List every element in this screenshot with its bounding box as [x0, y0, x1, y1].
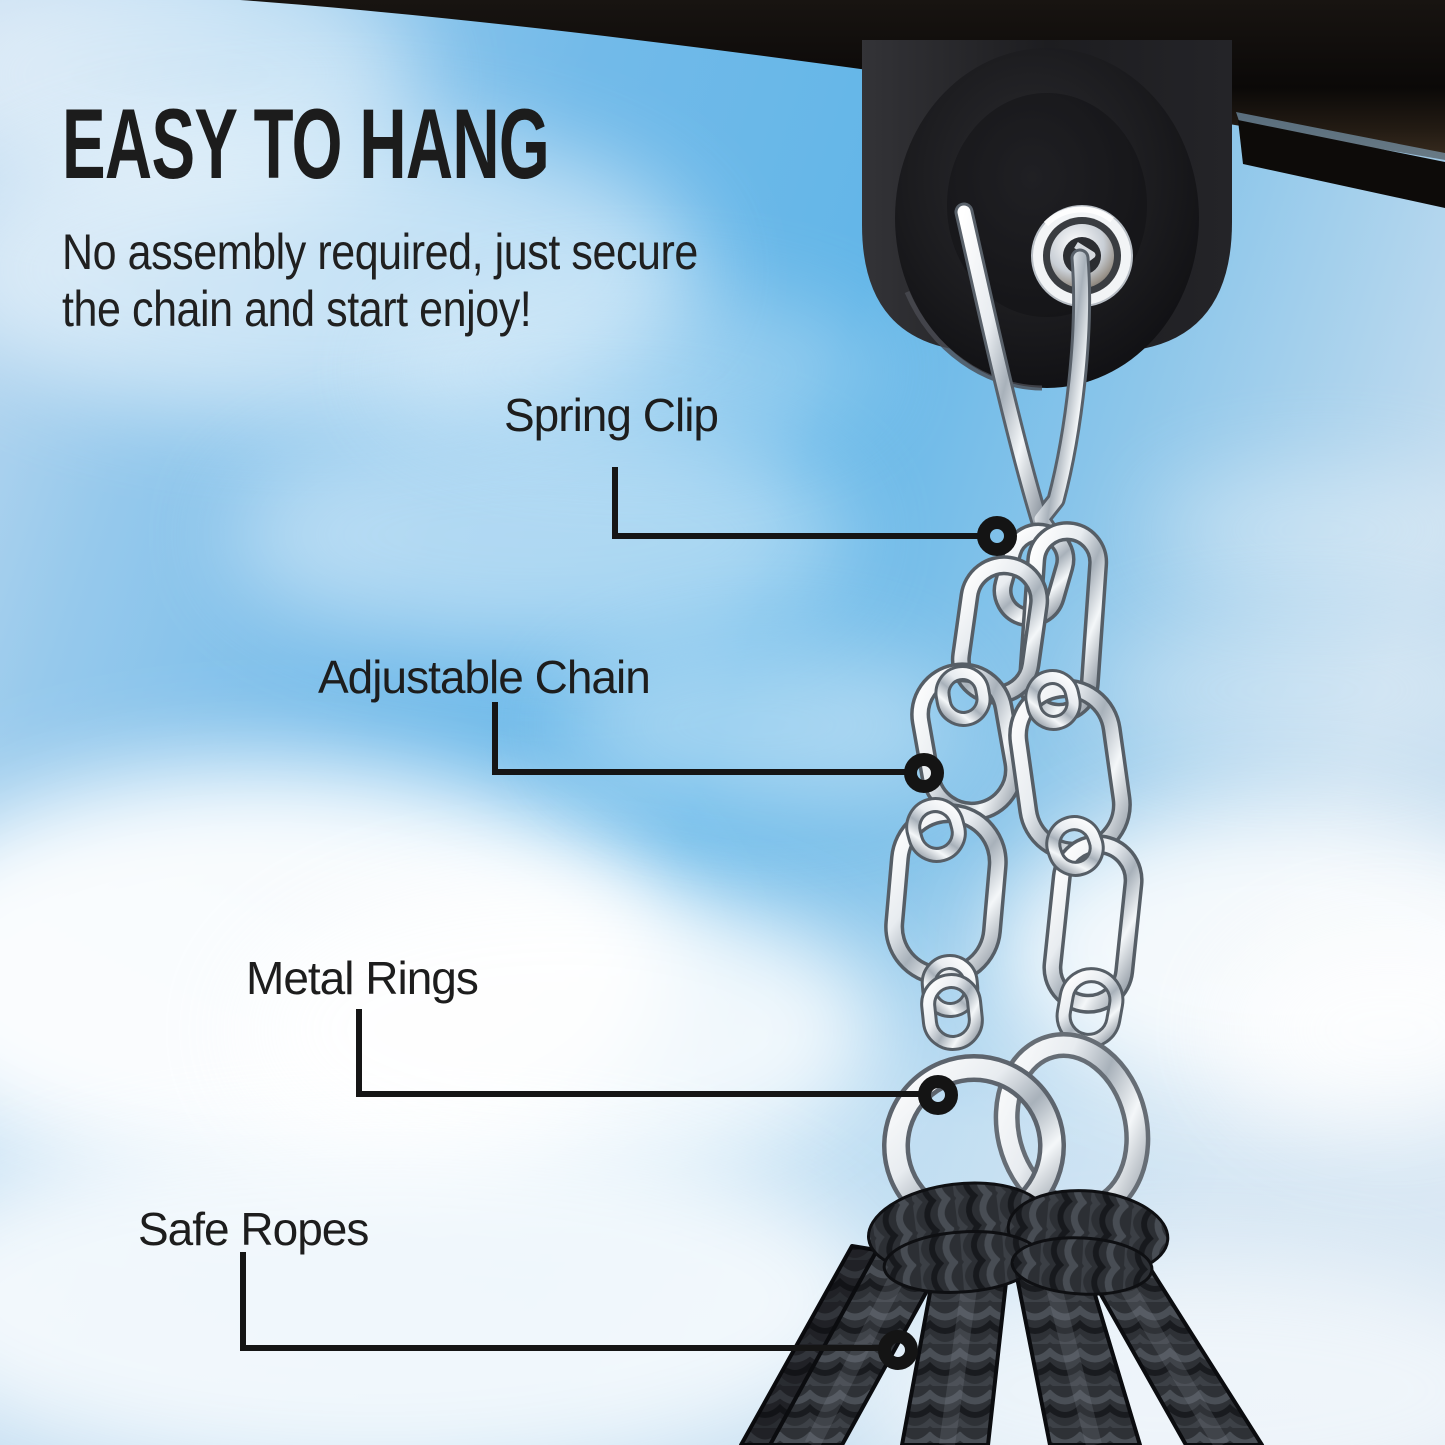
page-title: EASY TO HANG	[62, 88, 550, 199]
subtitle-line-1: No assembly required, just secure	[62, 224, 698, 280]
callout-label: Adjustable Chain	[318, 651, 651, 703]
callout-line-horizontal	[240, 1345, 884, 1351]
callout-line-vertical	[240, 1252, 246, 1351]
adjustable-chain	[884, 521, 1144, 1051]
pulley-wheel	[895, 48, 1199, 388]
callout-marker-dot	[904, 753, 944, 793]
callout-line-horizontal	[356, 1091, 924, 1097]
rope-wrap	[867, 1181, 1170, 1296]
cloud	[560, 640, 960, 810]
callout-marker-dot	[918, 1075, 958, 1115]
cloud	[380, 290, 880, 450]
callout-marker-dot	[977, 516, 1017, 556]
callout-line-horizontal	[492, 769, 910, 775]
metal-rings-hardware	[882, 1032, 1151, 1238]
pulley-hanger	[862, 40, 1232, 391]
callout-label: Metal Rings	[246, 952, 479, 1004]
callout-marker-dot	[878, 1330, 918, 1370]
callout-label: Safe Ropes	[138, 1203, 369, 1255]
safe-ropes	[739, 1181, 1264, 1445]
callout-line-vertical	[612, 467, 618, 539]
subtitle-line-2: the chain and start enjoy!	[62, 281, 532, 337]
callout-line-horizontal	[612, 533, 983, 539]
cloud	[0, 1120, 880, 1445]
spring-clip-hardware	[954, 202, 1092, 547]
callout-label: Spring Clip	[504, 389, 719, 441]
callout-line-vertical	[356, 1009, 362, 1097]
beam-underside	[1238, 120, 1445, 208]
cloud	[0, 120, 700, 420]
callout-line-vertical	[492, 702, 498, 775]
cloud	[1150, 470, 1445, 590]
cloud	[1090, 620, 1445, 760]
